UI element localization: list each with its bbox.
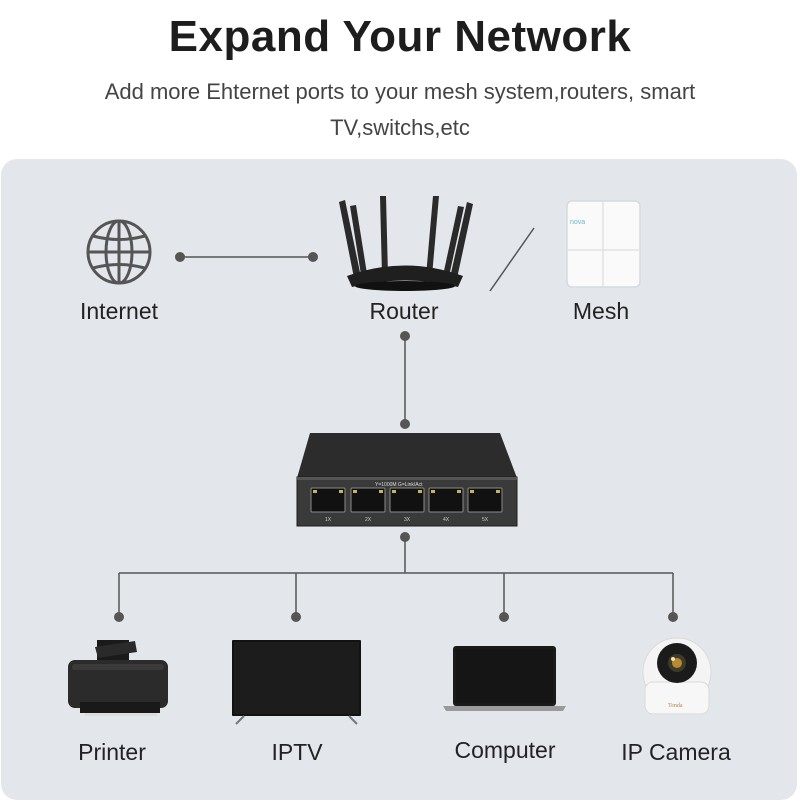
dot xyxy=(400,419,410,429)
camera-brand-text: Tenda xyxy=(668,703,683,709)
port-label: 4X xyxy=(443,517,450,523)
ipcamera-label: IP Camera xyxy=(621,739,731,765)
computer-label: Computer xyxy=(454,737,556,763)
page-subtitle: Add more Ehternet ports to your mesh sys… xyxy=(104,79,696,140)
mesh-brand-text: nova xyxy=(570,219,585,226)
tv-icon xyxy=(232,640,361,725)
mesh-node-icon: nova xyxy=(566,200,641,288)
connection-dots xyxy=(114,252,678,622)
dot xyxy=(114,612,124,622)
printer-label: Printer xyxy=(78,739,146,765)
router-icon xyxy=(339,196,473,291)
internet-label: Internet xyxy=(80,298,158,324)
camera-icon: Tenda xyxy=(642,637,712,715)
globe-icon xyxy=(86,219,152,285)
iptv-label: IPTV xyxy=(271,739,323,765)
switch-ports xyxy=(310,487,503,513)
dot xyxy=(291,612,301,622)
router-body xyxy=(347,265,463,287)
dot xyxy=(499,612,509,622)
connection-lines xyxy=(118,227,674,617)
laptop-icon xyxy=(443,646,566,711)
switch-port-labels: 1X 2X 3X 4X 5X xyxy=(325,517,489,523)
router-mesh-link xyxy=(489,227,535,292)
dot xyxy=(400,532,410,542)
port-label: 3X xyxy=(404,517,411,523)
dot xyxy=(175,252,185,262)
switch-icon: Y=1000M G=Link/Act 1X 2X 3X 4X 5X xyxy=(296,433,518,527)
switch-header-text: Y=1000M G=Link/Act xyxy=(375,482,423,488)
mesh-label: Mesh xyxy=(572,298,630,324)
dot xyxy=(308,252,318,262)
port-label: 5X xyxy=(482,517,489,523)
dot xyxy=(400,331,410,341)
dot xyxy=(668,612,678,622)
page-title: Expand Your Network xyxy=(168,12,632,61)
printer-icon xyxy=(68,640,168,716)
router-label: Router xyxy=(369,298,439,324)
port-label: 1X xyxy=(325,517,332,523)
port-label: 2X xyxy=(365,517,372,523)
